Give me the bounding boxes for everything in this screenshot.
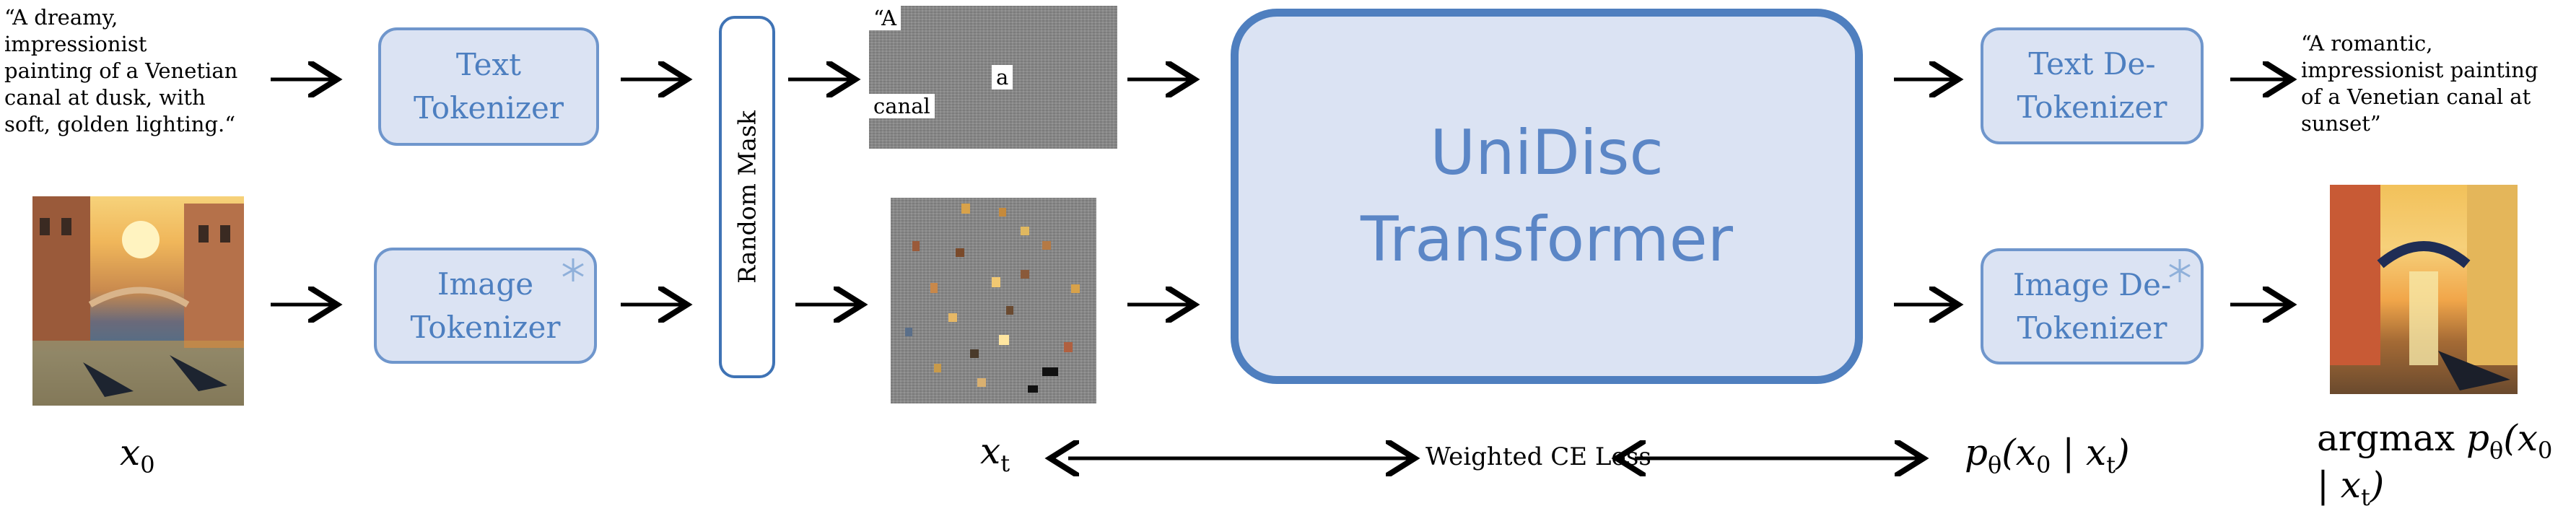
masked-image <box>891 198 1096 403</box>
text-detokenizer-box: Text De- Tokenizer <box>1981 27 2204 144</box>
image-detokenizer-label: Image De- Tokenizer <box>2012 266 2172 346</box>
weighted-ce-loss-label: Weighted CE Loss <box>1425 442 1651 471</box>
flow-arrows <box>271 0 2576 490</box>
image-tokenizer-box: Image Tokenizer <box>374 248 597 364</box>
random-mask-box: Random Mask <box>719 16 775 378</box>
snowflake-icon <box>562 258 584 281</box>
label-xt: xt <box>980 430 1010 477</box>
token-canal: canal <box>869 94 935 118</box>
output-image <box>2330 185 2518 394</box>
label-x0: x0 <box>120 432 155 479</box>
unidisc-transformer-box: UniDisc Transformer <box>1231 9 1863 384</box>
input-image <box>32 196 244 406</box>
label-argmax: argmax pθ(x0 | xt) <box>2317 417 2553 511</box>
masked-text-tokens: “A a canal <box>869 6 1117 149</box>
token-a: a <box>992 65 1013 89</box>
input-caption: “A dreamy, impressionist painting of a V… <box>4 5 238 136</box>
image-detokenizer-box: Image De- Tokenizer <box>1981 248 2204 364</box>
label-p-theta: pθ(x0 | xt) <box>1965 432 2130 479</box>
token-a-quote: “A <box>869 6 901 30</box>
snowflake-icon <box>2169 259 2191 282</box>
output-caption: “A romantic, impressionist painting of a… <box>2301 31 2538 136</box>
image-tokenizer-label: Image Tokenizer <box>410 266 561 345</box>
text-tokenizer-box: Text Tokenizer <box>378 27 599 146</box>
